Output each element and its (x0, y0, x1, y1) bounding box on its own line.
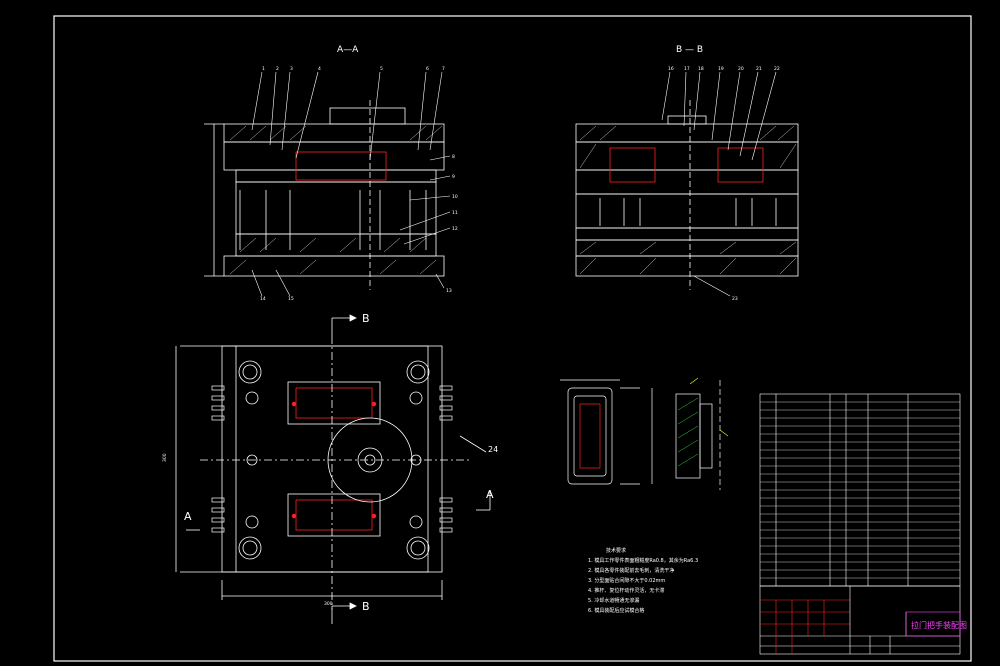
svg-text:19: 19 (718, 66, 724, 72)
plan-label-b-top: B (362, 312, 370, 325)
svg-text:23: 23 (732, 296, 738, 302)
svg-text:4: 4 (318, 66, 321, 72)
svg-text:13: 13 (446, 288, 452, 294)
svg-text:17: 17 (684, 66, 690, 72)
section-aa-hatching (229, 125, 443, 275)
svg-text:8: 8 (452, 154, 455, 160)
svg-text:5: 5 (380, 66, 383, 72)
section-aa-callouts: 1 2 3 4 5 6 7 8 9 10 11 12 13 14 15 (260, 66, 458, 302)
part-detail-side (675, 380, 721, 490)
parts-list-rows (760, 401, 960, 579)
callout-24: 24 (488, 445, 498, 454)
svg-text:6: 6 (426, 66, 429, 72)
section-aa-leaders (251, 71, 451, 297)
svg-text:12: 12 (452, 226, 458, 232)
svg-text:2: 2 (276, 66, 279, 72)
cooling-water-fittings (211, 385, 453, 533)
tech-note-line: 3. 分型面贴合间隙不大于0.02mm (588, 577, 665, 584)
svg-text:7: 7 (442, 66, 445, 72)
svg-text:10: 10 (452, 194, 458, 200)
section-bb-hatching (579, 125, 797, 275)
section-aa-label: A—A (337, 45, 359, 55)
svg-text:1: 1 (262, 66, 265, 72)
svg-text:16: 16 (668, 66, 674, 72)
svg-text:21: 21 (756, 66, 762, 72)
svg-text:20: 20 (738, 66, 744, 72)
svg-text:9: 9 (452, 174, 455, 180)
plan-view (175, 336, 470, 610)
technical-notes: 技术要求 1. 模具工作零件表面粗糙度Ra0.8，其余为Ra6.3 2. 模具各… (588, 547, 698, 614)
part-detail-side-hatch (677, 397, 699, 467)
title-block (759, 585, 961, 655)
section-bb-view (575, 100, 799, 290)
section-bb-callouts: 16 17 18 19 20 21 22 23 (668, 66, 780, 302)
plan-red-markers (291, 401, 377, 519)
plan-label-b-bottom: B (362, 600, 370, 613)
yellow-annotations (689, 377, 729, 437)
tech-note-line: 6. 模具装配后应试模合格 (588, 607, 644, 614)
svg-text:15: 15 (288, 296, 294, 302)
section-bb-leaders (661, 71, 777, 297)
section-bb-label: B — B (676, 45, 703, 55)
tech-note-line: 1. 模具工作零件表面粗糙度Ra0.8，其余为Ra6.3 (588, 557, 698, 564)
drawing-frame (53, 15, 972, 662)
width-dimension: 300 (324, 601, 333, 607)
tech-note-line: 5. 冷却水道畅通无渗漏 (588, 597, 639, 604)
svg-text:11: 11 (452, 210, 458, 216)
height-dimension: 300 (162, 453, 168, 462)
part-detail-front (560, 379, 653, 485)
tech-note-line: 2. 模具各零件装配前去毛刺，清洗干净 (588, 567, 674, 574)
plan-label-a-left: A (184, 510, 192, 523)
svg-text:18: 18 (698, 66, 704, 72)
svg-text:14: 14 (260, 296, 266, 302)
plan-label-a-right: A (486, 488, 494, 501)
tech-notes-heading: 技术要求 (606, 547, 626, 554)
section-aa-view (204, 100, 445, 290)
svg-text:22: 22 (774, 66, 780, 72)
section-cut-markers (186, 314, 491, 624)
tech-note-line: 4. 推杆、复位杆动作灵活，无卡滞 (588, 587, 664, 594)
title-block-title: 拉门把手装配图 (911, 620, 967, 630)
svg-text:3: 3 (290, 66, 293, 72)
